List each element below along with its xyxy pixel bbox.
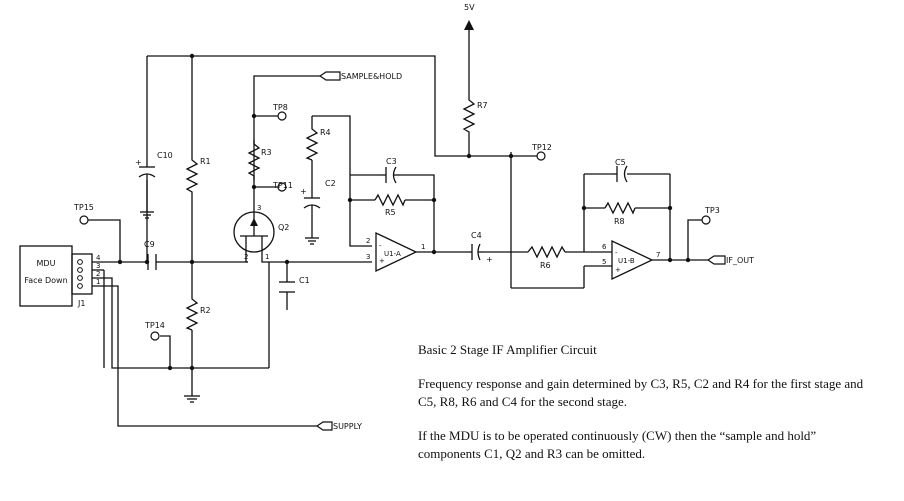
q2-pin-3: 3 xyxy=(257,204,261,212)
capacitor-c4 xyxy=(468,243,484,261)
r4-label: R4 xyxy=(320,128,331,137)
r6-label: R6 xyxy=(540,261,551,270)
test-point-tp8: TP8 xyxy=(272,103,288,121)
resistor-r3: R3 xyxy=(247,140,272,180)
c2-label: C2 xyxy=(325,179,336,188)
ground-c10 xyxy=(140,200,154,219)
capacitor-c10 xyxy=(138,157,156,200)
j1-pin-4: 4 xyxy=(96,254,101,262)
c4-plus: + xyxy=(486,255,493,264)
net-flag-if-out: IF_OUT xyxy=(706,255,754,265)
r5-label: R5 xyxy=(385,208,396,217)
opamp-u1a: - + U1-A 2 3 1 xyxy=(366,231,425,273)
r7-label: R7 xyxy=(477,101,488,110)
tp15-label: TP15 xyxy=(73,203,94,212)
r2-label: R2 xyxy=(200,306,211,315)
mdu-label-2: Face Down xyxy=(24,276,67,285)
sample-hold-label: SAMPLE&HOLD xyxy=(341,72,402,81)
description-line-3: If the MDU is to be operated continuousl… xyxy=(418,428,817,443)
description-title: Basic 2 Stage IF Amplifier Circuit xyxy=(418,342,597,357)
c5-label: C5 xyxy=(615,158,626,167)
wires xyxy=(88,30,708,427)
description-line-4: components C1, Q2 and R3 can be omitted. xyxy=(418,446,646,461)
supply-label: SUPPLY xyxy=(333,422,362,431)
capacitor-c1 xyxy=(279,281,295,293)
q2-pin-2: 2 xyxy=(244,253,248,261)
u1a-pin-1: 1 xyxy=(421,243,425,251)
mdu-label-1: MDU xyxy=(37,259,56,268)
u1b-pin-7: 7 xyxy=(656,251,660,259)
resistor-r6: R6 xyxy=(527,245,566,270)
r3-label: R3 xyxy=(261,148,272,157)
transistor-q2: 3 2 1 Q2 xyxy=(233,204,289,263)
test-point-tp12: TP12 xyxy=(511,143,552,161)
u1b-pin-6: 6 xyxy=(602,243,607,251)
tp3-label: TP3 xyxy=(704,206,720,215)
mdu-module: MDU Face Down xyxy=(19,245,73,307)
j1-pin-1: 1 xyxy=(96,278,100,286)
u1a-pin-3: 3 xyxy=(366,253,370,261)
ground-main xyxy=(184,388,200,403)
ground-c2 xyxy=(305,237,319,245)
u1a-minus: - xyxy=(379,242,382,250)
net-flag-sample-hold: SAMPLE&HOLD xyxy=(318,71,402,81)
test-point-tp11: TP11 xyxy=(272,181,293,192)
r8-label: R8 xyxy=(614,217,625,226)
c4-label: C4 xyxy=(471,231,482,240)
c10-label: C10 xyxy=(157,151,173,160)
net-flag-supply: SUPPLY xyxy=(315,421,362,431)
u1a-plus: + xyxy=(379,257,385,265)
c2-plus: + xyxy=(300,187,307,196)
u1a-label: U1-A xyxy=(384,250,401,258)
j1-pin-2: 2 xyxy=(96,270,100,278)
vcc-label: 5V xyxy=(464,3,475,12)
test-point-tp3: TP3 xyxy=(701,206,720,225)
c9-label: C9 xyxy=(144,240,155,249)
resistor-r4: R4 xyxy=(305,125,331,161)
u1a-pin-2: 2 xyxy=(366,237,370,245)
u1b-minus: - xyxy=(615,249,618,257)
if-out-label: IF_OUT xyxy=(726,256,754,265)
resistor-r2: R2 xyxy=(185,295,211,331)
tp8-label: TP8 xyxy=(272,103,288,112)
u1b-plus: + xyxy=(615,266,621,274)
c3-label: C3 xyxy=(386,157,397,166)
description-line-1: Frequency response and gain determined b… xyxy=(418,376,864,391)
resistor-r5: R5 xyxy=(374,193,406,217)
description-line-2: C5, R8, R6 and C4 for the second stage. xyxy=(418,394,628,409)
resistor-r8: R8 xyxy=(604,201,636,226)
capacitor-c5 xyxy=(613,165,628,183)
test-point-tp14: TP14 xyxy=(144,321,165,341)
connector-j1: 4 3 2 1 J1 xyxy=(71,253,101,308)
junctions xyxy=(117,53,691,371)
capacitor-c9 xyxy=(144,254,160,270)
capacitor-c3 xyxy=(380,166,400,184)
c10-plus: + xyxy=(135,158,142,167)
resistor-r1: R1 xyxy=(185,156,211,196)
q2-pin-1: 1 xyxy=(265,253,269,261)
q2-label: Q2 xyxy=(278,223,289,232)
opamp-u1b: - + U1-B 6 5 7 xyxy=(602,239,660,281)
tp14-label: TP14 xyxy=(144,321,165,330)
resistor-r7: R7 xyxy=(462,96,488,134)
tp12-label: TP12 xyxy=(531,143,552,152)
capacitor-c2 xyxy=(303,190,321,218)
u1b-label: U1-B xyxy=(618,257,635,265)
vcc-5v: 5V xyxy=(464,3,475,30)
j1-label: J1 xyxy=(77,299,85,308)
u1b-pin-5: 5 xyxy=(602,258,606,266)
j1-pin-3: 3 xyxy=(96,262,100,270)
c1-label: C1 xyxy=(299,276,310,285)
test-point-tp15: TP15 xyxy=(73,203,94,225)
tp11-label: TP11 xyxy=(272,181,293,190)
r1-label: R1 xyxy=(200,157,211,166)
